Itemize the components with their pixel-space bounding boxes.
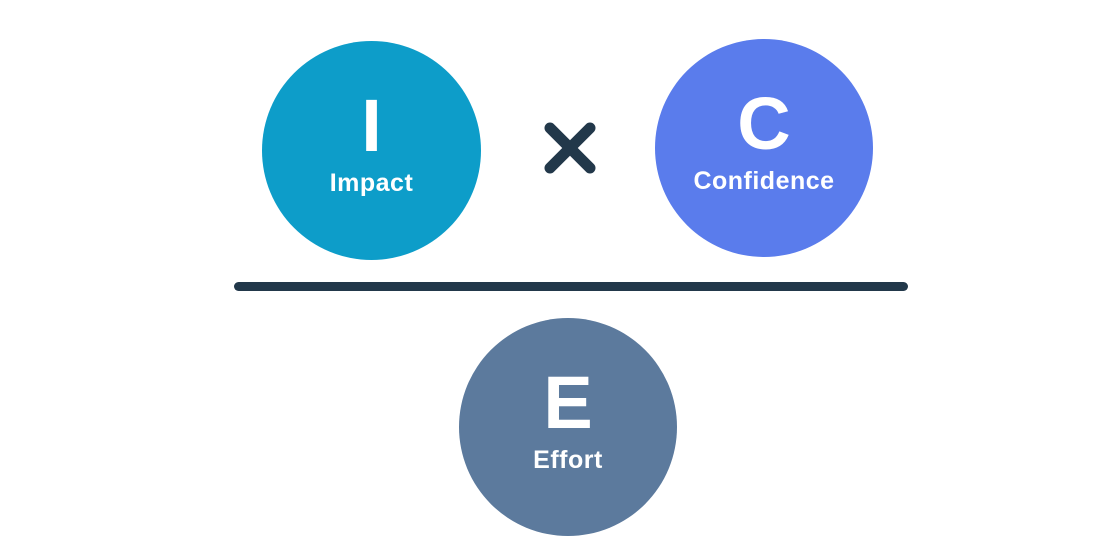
multiply-icon: [544, 122, 596, 174]
impact-circle-content: I Impact: [330, 89, 414, 196]
confidence-label: Confidence: [693, 166, 835, 195]
confidence-circle-content: C Confidence: [693, 81, 835, 195]
impact-circle: I Impact: [262, 41, 481, 260]
impact-initial: I: [361, 84, 382, 167]
effort-initial: E: [543, 360, 593, 444]
effort-circle: E Effort: [459, 318, 677, 536]
confidence-circle: C Confidence: [655, 39, 873, 257]
effort-circle-content: E Effort: [533, 360, 603, 474]
fraction-divider-line: [234, 282, 908, 291]
confidence-initial: C: [737, 81, 791, 165]
effort-label: Effort: [533, 445, 603, 474]
impact-label: Impact: [329, 169, 414, 197]
